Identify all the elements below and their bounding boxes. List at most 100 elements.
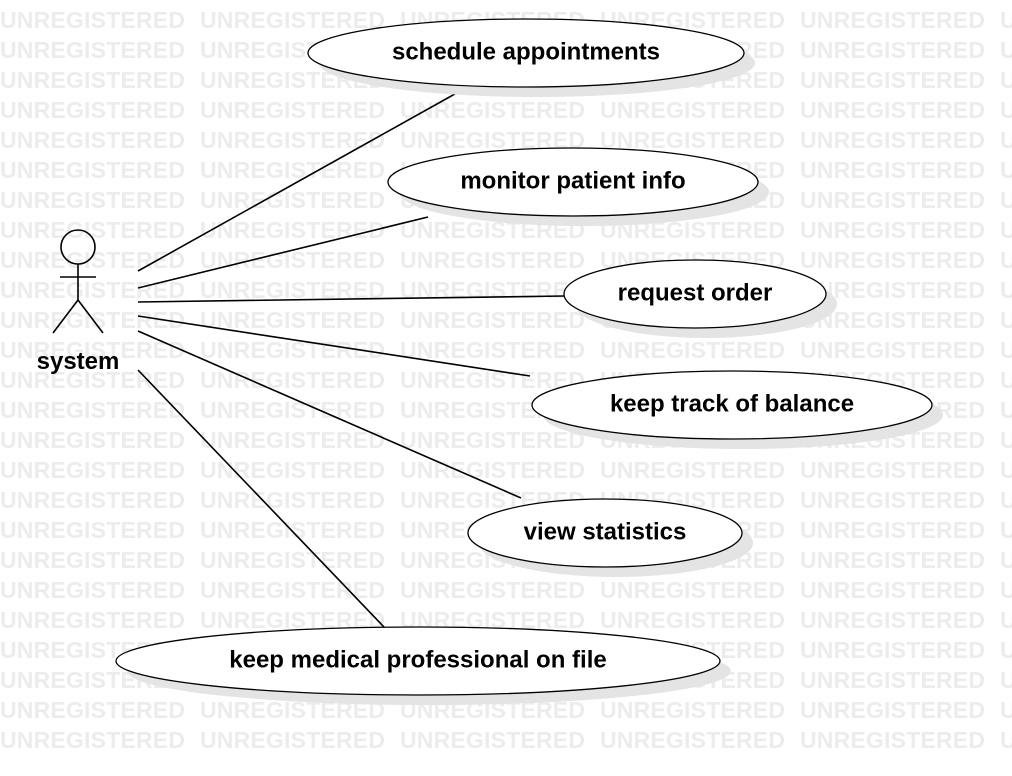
watermark-text: UNREGISTERED [1000,487,1012,513]
watermark-text: UNREGISTERED [800,637,985,663]
watermark-text: UNREGISTERED [0,127,185,153]
watermark-text: UNREGISTERED [1000,577,1012,603]
watermark-text: UNREGISTERED [0,37,185,63]
watermark-text: UNREGISTERED [1000,37,1012,63]
watermark-text: UNREGISTERED [800,337,985,363]
watermark-text: UNREGISTERED [0,487,185,513]
watermark-text: UNREGISTERED [0,337,185,363]
watermark-text: UNREGISTERED [600,607,785,633]
watermark-text: UNREGISTERED [400,427,585,453]
watermark-text: UNREGISTERED [0,367,185,393]
watermark-text: UNREGISTERED [0,697,185,723]
watermark-text: UNREGISTERED [400,457,585,483]
watermark-text: UNREGISTERED [1000,67,1012,93]
use-case-monitor-patient-info[interactable]: monitor patient info [387,147,769,226]
watermark-text: UNREGISTERED [600,337,785,363]
watermark-text: UNREGISTERED [1000,157,1012,183]
watermark-text: UNREGISTERED [200,487,385,513]
watermark-text: UNREGISTERED [0,97,185,123]
watermark-text: UNREGISTERED [800,217,985,243]
stick-figure-icon [52,229,104,334]
watermark-text: UNREGISTERED [1000,427,1012,453]
actor-left-leg [52,299,79,334]
use-case-label: keep medical professional on file [229,646,606,673]
watermark-text: UNREGISTERED [0,67,185,93]
watermark-text: UNREGISTERED [1000,697,1012,723]
watermark-text: UNREGISTERED [400,337,585,363]
use-case-ellipse[interactable] [531,370,933,440]
watermark-text: UNREGISTERED [800,487,985,513]
use-case-view-statistics[interactable]: view statistics [467,498,753,577]
watermark-text: UNREGISTERED [0,397,185,423]
use-case-schedule-appointments[interactable]: schedule appointments [307,18,755,97]
watermark-text: UNREGISTERED [800,37,985,63]
use-case-ellipse[interactable] [307,18,745,88]
watermark-text: UNREGISTERED [400,277,585,303]
watermark-text: UNREGISTERED [1000,337,1012,363]
association-request-order [137,295,565,303]
association-keep-track-of-balance [137,315,531,377]
use-case-keep-track-of-balance[interactable]: keep track of balance [531,370,943,449]
use-case-request-order[interactable]: request order [563,259,837,338]
watermark-text: UNREGISTERED [600,97,785,123]
watermark-text: UNREGISTERED [1000,7,1012,33]
watermark-text: UNREGISTERED [0,577,185,603]
watermark-text: UNREGISTERED [400,97,585,123]
actor-right-leg [77,299,104,334]
use-case-ellipse[interactable] [563,259,827,329]
watermark-text: UNREGISTERED [0,7,185,33]
watermark-text: UNREGISTERED [800,67,985,93]
watermark-text: UNREGISTERED [1000,727,1012,753]
use-case-ellipse[interactable] [467,498,743,568]
watermark-text: UNREGISTERED [1000,517,1012,543]
use-case-keep-medical-professional-on-file[interactable]: keep medical professional on file [115,626,731,705]
association-view-statistics [137,330,522,499]
watermark-text: UNREGISTERED [1000,247,1012,273]
actor-label: system [37,348,120,375]
watermark-text: UNREGISTERED [800,697,985,723]
watermark-text: UNREGISTERED [1000,277,1012,303]
watermark-text: UNREGISTERED [200,307,385,333]
watermark-text: UNREGISTERED [0,727,185,753]
watermark-text: UNREGISTERED [400,577,585,603]
association-schedule-appointments [137,89,463,272]
watermark-text: UNREGISTERED [200,397,385,423]
watermark-text: UNREGISTERED [1000,187,1012,213]
watermark-text: UNREGISTERED [800,97,985,123]
use-case-label: monitor patient info [460,167,685,194]
use-case-label: request order [618,279,773,306]
watermark-text: UNREGISTERED [0,427,185,453]
watermark-text: UNREGISTERED [200,427,385,453]
watermark-text: UNREGISTERED [600,577,785,603]
watermark-text: UNREGISTERED [200,457,385,483]
watermark-text: UNREGISTERED [800,547,985,573]
watermark-text: UNREGISTERED [600,727,785,753]
watermark-text: UNREGISTERED [800,727,985,753]
watermark-text: UNREGISTERED [200,7,385,33]
watermark-text: UNREGISTERED [200,247,385,273]
actor-system[interactable]: system [37,229,120,375]
use-case-ellipse[interactable] [115,626,721,696]
watermark-text: UNREGISTERED [0,187,185,213]
association-monitor-patient-info [137,216,429,289]
watermark-text: UNREGISTERED [800,607,985,633]
watermark-text: UNREGISTERED [800,7,985,33]
watermark-text: UNREGISTERED [1000,397,1012,423]
watermark-text: UNREGISTERED [0,277,185,303]
watermark-text: UNREGISTERED [200,127,385,153]
watermark-text: UNREGISTERED [800,667,985,693]
watermark-text: UNREGISTERED [1000,307,1012,333]
watermark-text: UNREGISTERED [1000,217,1012,243]
watermark-text: UNREGISTERED [0,157,185,183]
watermark-text: UNREGISTERED [1000,547,1012,573]
use-case-label: view statistics [524,518,687,545]
watermark-text: UNREGISTERED [800,157,985,183]
watermark-text: UNREGISTERED [600,457,785,483]
watermark-text: UNREGISTERED [200,187,385,213]
use-case-ellipse[interactable] [387,147,759,217]
watermark-text: UNREGISTERED [800,517,985,543]
watermark-text: UNREGISTERED [400,727,585,753]
watermark-text: UNREGISTERED [800,127,985,153]
use-case-label: schedule appointments [392,38,660,65]
